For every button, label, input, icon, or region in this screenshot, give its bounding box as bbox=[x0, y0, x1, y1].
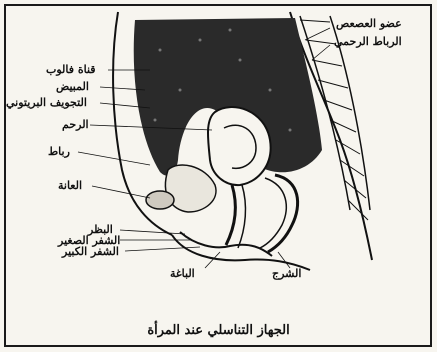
label-peritoneal-cavity: التجويف البريتوني bbox=[6, 97, 87, 109]
label-ovary: المبيض bbox=[56, 81, 89, 93]
label-anus: الشرج bbox=[272, 268, 301, 280]
label-ligament: رباط bbox=[48, 146, 70, 158]
label-coccyx: عضو العصعص bbox=[336, 18, 402, 30]
label-uterine-ligament: الرباط الرحمي bbox=[334, 36, 402, 48]
pubic-bone bbox=[146, 191, 174, 209]
label-pubis: العانة bbox=[58, 180, 82, 192]
bladder bbox=[165, 165, 216, 212]
label-fallopian-tube: قناة فالوب bbox=[46, 64, 96, 76]
label-labia-majora: الشفر الكبير bbox=[62, 246, 119, 258]
label-uterus: الرحم bbox=[62, 119, 89, 131]
vaginal-canal bbox=[226, 185, 235, 245]
rectum bbox=[268, 175, 298, 252]
figure-caption: الجهاز التناسلي عند المرأة bbox=[0, 323, 437, 338]
label-vaginal-orifice: الباغة bbox=[170, 268, 195, 280]
vaginal-canal-inner bbox=[238, 185, 245, 248]
rectum-inner bbox=[260, 178, 286, 248]
